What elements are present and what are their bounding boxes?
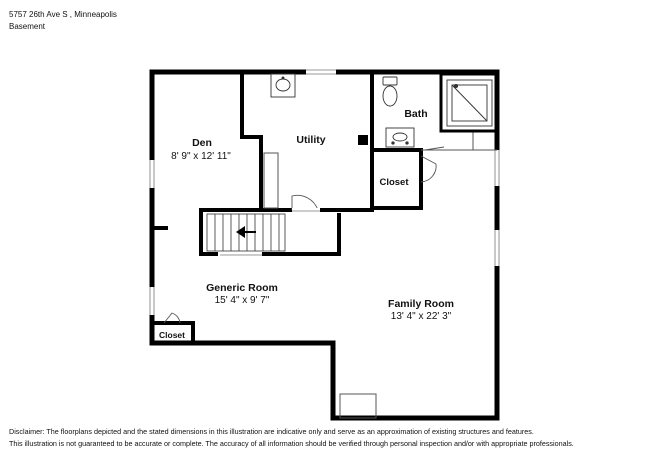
toilet-icon	[382, 76, 398, 107]
window-left-generic	[149, 287, 155, 315]
utility-shelf	[263, 152, 279, 209]
floor-label: Basement	[9, 22, 46, 31]
room-name-generic: Generic Room	[206, 282, 278, 294]
doors	[163, 146, 445, 324]
room-name-closet-upper: Closet	[379, 177, 409, 188]
room-dims-den: 8' 9" x 12' 11"	[171, 151, 231, 162]
family-ledge	[339, 393, 377, 419]
room-name-den: Den	[192, 137, 212, 149]
utility-sink-icon	[270, 73, 296, 98]
room-dims-family: 13' 4" x 22' 3"	[391, 311, 452, 322]
interior-walls	[152, 72, 423, 345]
stairs-outline	[206, 213, 286, 252]
room-name-closet-lower: Closet	[159, 330, 185, 340]
thin-lines	[263, 132, 497, 419]
property-address: 5757 26th Ave S , Minneapolis	[9, 10, 117, 19]
arrow-left-icon	[236, 226, 256, 238]
window-left-den	[149, 160, 155, 188]
window-right-upper	[494, 150, 500, 186]
room-name-bath: Bath	[404, 108, 427, 120]
sink-icon	[385, 127, 415, 148]
disclaimer-line-1: Disclaimer: The floorplans depicted and …	[9, 427, 534, 436]
room-name-family: Family Room	[388, 298, 454, 310]
room-dims-generic: 15' 4" x 9' 7"	[215, 295, 270, 306]
door-bath	[424, 146, 445, 151]
door-utility	[291, 194, 319, 211]
disclaimer-line-2: This illustration is not guaranteed to b…	[9, 439, 574, 448]
room-name-utility: Utility	[296, 134, 325, 146]
shower-icon	[446, 79, 493, 127]
door-closet-lower	[163, 312, 181, 324]
window-right-lower	[494, 230, 500, 266]
shower-enclosure	[439, 72, 499, 133]
windows	[149, 69, 500, 315]
window-top-utility	[306, 69, 336, 75]
utility-fixture-block	[358, 135, 368, 145]
exterior-walls	[149, 69, 500, 421]
door-closet-upper	[420, 155, 437, 183]
